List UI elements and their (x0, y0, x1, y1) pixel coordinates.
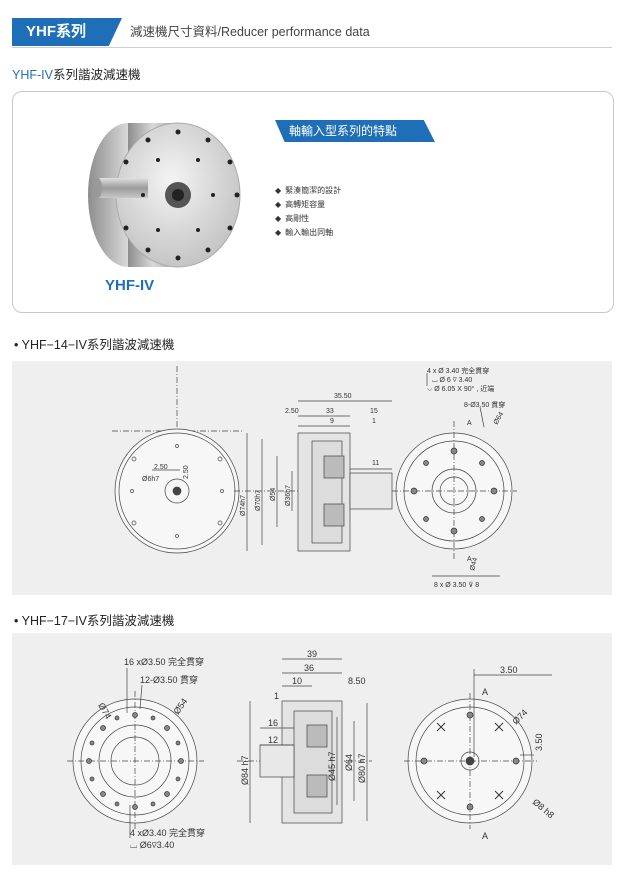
model14-rear-view (392, 373, 517, 577)
dim-1: 1 (274, 691, 279, 701)
section-title-text: 系列諧波減速機 (52, 68, 141, 82)
dim-1: 1 (372, 418, 376, 425)
note-12x350: 12-Ø3.50 貫穿 (140, 674, 198, 685)
note-cbore6: ⌴ Ø6⊽3.40 (130, 840, 174, 850)
feature-heading: 軸輸入型系列的特點 (275, 120, 435, 142)
feature-list: 緊湊簡潔的設計 高轉矩容量 高剛性 輸入輸出同軸 (275, 184, 341, 240)
feature-item: 緊湊簡潔的設計 (275, 184, 341, 198)
dim-3p50-side: 3.50 (534, 733, 544, 751)
dim-8p50: 8.50 (348, 676, 366, 686)
dim-3p50-top: 3.50 (500, 665, 518, 675)
dim-d74h7: Ø74h7 (240, 495, 247, 516)
model14-title: • YHF−14−IV系列諧波減速機 (14, 338, 175, 352)
dim-d70h7: Ø70h7 (255, 490, 262, 511)
dim-33: 33 (326, 408, 334, 415)
dim-d6h7: Ø6h7 (142, 476, 159, 483)
note-8x350-depth: 8 x Ø 3.50 ⊽ 8 (434, 581, 479, 589)
header-divider (12, 47, 612, 48)
model17-title: • YHF−17−IV系列諧波減速機 (14, 614, 175, 628)
section-mark-a-top: A (482, 687, 488, 697)
note-csk605: ⌵ Ø 6.05 X 90° , 近端 (427, 384, 494, 393)
model14-side-view (234, 400, 393, 552)
model17-rear-view (404, 669, 552, 829)
dim-15: 15 (370, 408, 378, 415)
section-title-model: YHF-IV (12, 68, 53, 82)
product-label: YHF-IV (105, 277, 155, 294)
dim-rear-d44: Ø44 (469, 557, 479, 572)
page-header: YHF系列 減速機尺寸資料/Reducer performance data (12, 18, 612, 48)
model17-front-view (67, 668, 204, 838)
header-title: 減速機尺寸資料/Reducer performance data (130, 25, 370, 39)
model14-drawing: 2.50 2.50 Ø6h7 35.50 2.50 33 15 9 (12, 361, 612, 595)
dim-d80h7: Ø80 h7 (357, 753, 367, 783)
model17-side-view (237, 658, 372, 824)
feature-item: 輸入輸出同軸 (275, 226, 341, 240)
dim-2p50-b: 2.50 (183, 465, 190, 479)
dim-12: 12 (268, 735, 278, 745)
dim-d84h7: Ø84 h7 (240, 755, 250, 785)
dim-d45h7: Ø45 h7 (327, 751, 337, 781)
note-cbore6: ⌴ Ø 6 ⊽ 3.40 (432, 377, 472, 384)
model14-front-view (112, 366, 242, 554)
section-mark-a-bottom: A (482, 831, 488, 841)
product-card: YHF-IV 軸輸入型系列的特點 緊湊簡潔的設計 高轉矩容量 高剛性 輸入輸出同… (12, 91, 614, 313)
section-mark-a-top: A (467, 420, 472, 427)
dim-10: 10 (292, 676, 302, 686)
dim-2p50-a: 2.50 (154, 464, 168, 471)
dim-2p50-top: 2.50 (285, 408, 299, 415)
note-8x350: 8-Ø3.50 貫穿 (464, 400, 505, 409)
dim-d8h8: Ø8 h8 (531, 797, 556, 820)
note-4x340: 4 x Ø 3.40 完全貫穿 (427, 366, 489, 375)
dim-d54: Ø54 (270, 488, 277, 501)
dim-39: 39 (307, 649, 317, 659)
dim-d36h7: Ø36h7 (285, 485, 292, 506)
dim-d64: Ø64 (344, 754, 354, 771)
feature-item: 高轉矩容量 (275, 198, 341, 212)
dim-9: 9 (330, 418, 334, 425)
dim-11: 11 (372, 460, 379, 467)
dim-36: 36 (304, 663, 314, 673)
dim-35p50: 35.50 (334, 393, 352, 400)
product-image (88, 122, 241, 268)
dim-front-d54: Ø54 (171, 696, 189, 716)
note-16x350: 16 xØ3.50 完全貫穿 (124, 656, 204, 667)
section-title: YHF-IV系列諧波減速機 (12, 64, 141, 83)
feature-item: 高剛性 (275, 212, 341, 226)
note-4x340: 4 xØ3.40 完全貫穿 (130, 827, 205, 838)
dim-16: 16 (268, 718, 278, 728)
series-tag: YHF系列 (12, 18, 122, 46)
model17-drawing: 16 xØ3.50 完全貫穿 12-Ø3.50 貫穿 Ø74 Ø54 4 xØ3… (12, 633, 612, 865)
dim-rear-d74: Ø74 (510, 707, 529, 726)
dim-rear-d64: Ø64 (493, 411, 506, 426)
section-mark-a-bottom: A (467, 556, 472, 563)
